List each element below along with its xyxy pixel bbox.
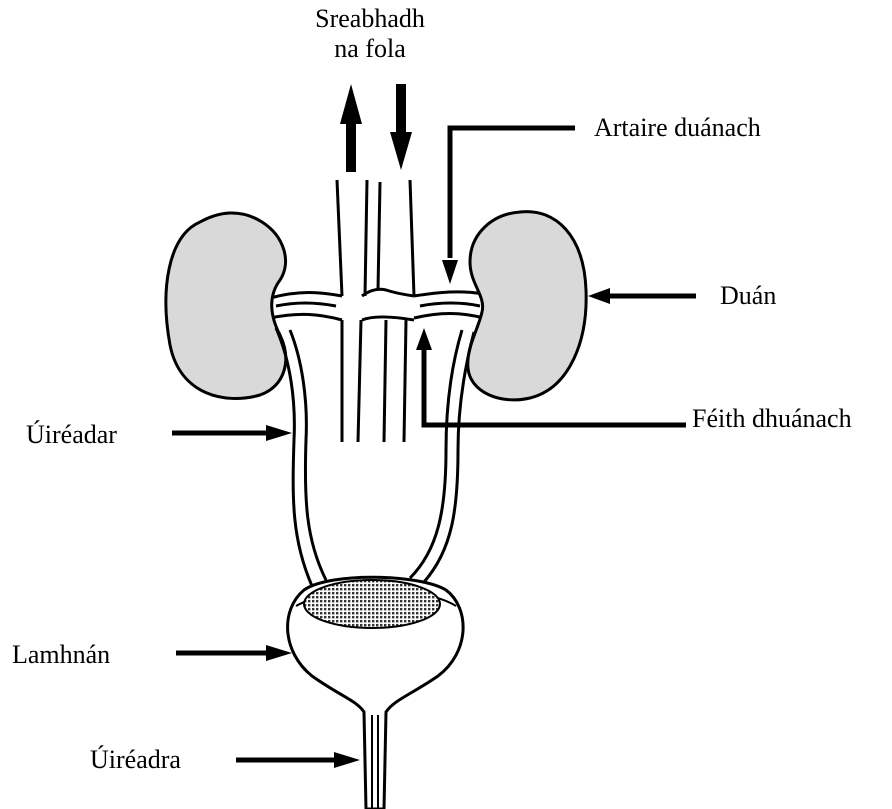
urethra-label: Úiréadra (90, 745, 181, 775)
blood-flow-arrows (340, 84, 412, 172)
blood-flow-label: Sreabhadh na fola (300, 4, 440, 64)
blood-flow-label-line2: na fola (300, 34, 440, 64)
bladder-label: Lamhnán (12, 640, 110, 670)
renal-vessel-connections (270, 289, 484, 320)
blood-vessels (337, 180, 414, 442)
right-kidney (468, 212, 586, 400)
bladder-interior (304, 580, 440, 628)
left-kidney (166, 213, 286, 399)
ureters (276, 328, 474, 586)
ureter-label: Úiréadar (26, 420, 117, 450)
renal-artery-label: Artaire duánach (594, 113, 761, 143)
renal-vein-label: Féith dhuánach (692, 404, 852, 434)
kidney-label: Duán (720, 281, 776, 311)
blood-flow-label-line1: Sreabhadh (300, 4, 440, 34)
